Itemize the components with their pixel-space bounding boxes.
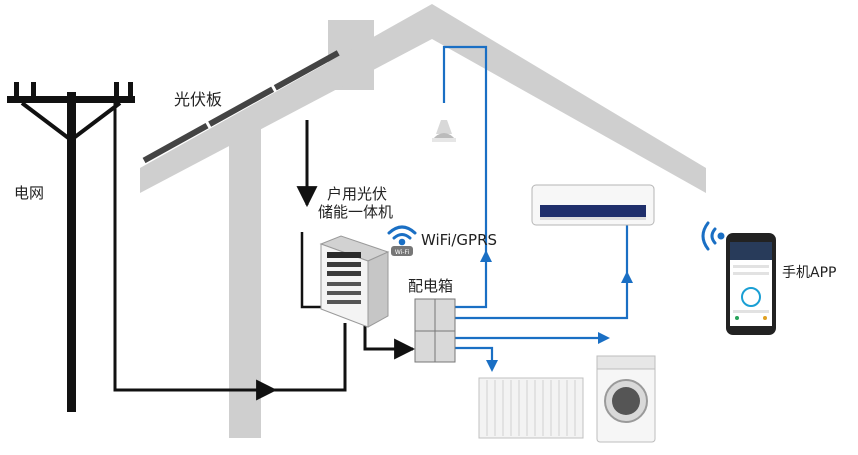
wifi-gprs-label: WiFi/GPRS <box>421 231 498 249</box>
power-lines-blue <box>442 45 629 362</box>
pv-panel-label: 光伏板 <box>174 90 223 109</box>
phone-wifi-icon <box>701 221 725 251</box>
ceiling-lamp-icon <box>432 120 456 142</box>
lamp-circuit-line <box>442 45 488 309</box>
mobile-app-label: 手机APP <box>782 265 837 281</box>
distribution-box-label: 配电箱 <box>408 277 454 295</box>
storage-label-line2: 储能一体机 <box>318 203 394 221</box>
house-left-wall <box>229 120 261 438</box>
grid-label: 电网 <box>14 184 45 202</box>
ac-circuit-line <box>453 224 629 320</box>
wifi-badge: Wi-Fi <box>391 246 413 256</box>
air-conditioner-icon <box>531 184 655 226</box>
storage-inverter-icon <box>319 235 390 328</box>
storage-label-line1: 户用光伏 <box>327 185 388 203</box>
heater-circuit-line <box>453 346 494 362</box>
distribution-box-icon <box>414 298 456 363</box>
power-lines-black <box>113 100 416 401</box>
blue-arrowheads <box>480 250 633 372</box>
roof <box>140 4 706 193</box>
svg-text:Wi-Fi: Wi-Fi <box>395 249 410 256</box>
smartphone-icon <box>726 233 776 335</box>
house-silhouette <box>140 4 706 438</box>
radiator-icon <box>478 377 584 439</box>
inverter-to-box-line <box>363 325 416 360</box>
grid-feed-line <box>113 100 347 392</box>
washing-machine-icon <box>596 355 656 443</box>
wifi-icon <box>387 225 417 246</box>
solar-panels <box>142 50 340 164</box>
utility-pole <box>7 82 135 412</box>
